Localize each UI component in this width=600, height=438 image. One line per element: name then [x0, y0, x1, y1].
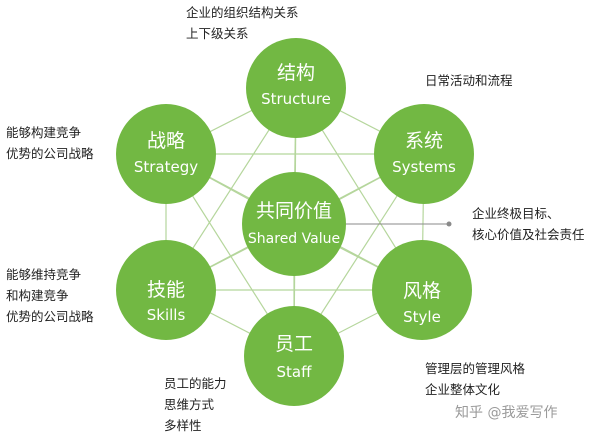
node-style-title: 风格 — [403, 280, 441, 302]
node-staff-subtitle: Staff — [277, 363, 313, 381]
node-shared-value-subtitle: Shared Value — [248, 231, 340, 247]
note-structure: 企业的组织结构关系 上下级关系 — [186, 2, 299, 44]
node-staff: 员工 Staff — [244, 306, 344, 406]
node-strategy-circle — [116, 104, 216, 204]
node-skills: 技能 Skills — [116, 240, 216, 340]
note-strategy: 能够构建竞争 优势的公司战略 — [6, 122, 94, 164]
node-style-circle — [372, 240, 472, 340]
node-strategy-title: 战略 — [147, 130, 185, 152]
note-systems-line: 日常活动和流程 — [425, 73, 513, 88]
node-skills-title: 技能 — [147, 279, 185, 301]
note-style-line: 管理层的管理风格 — [425, 361, 526, 376]
note-staff: 员工的能力 思维方式 多样性 — [164, 373, 227, 436]
node-staff-circle — [244, 306, 344, 406]
node-skills-subtitle: Skills — [147, 306, 186, 324]
node-structure-subtitle: Structure — [261, 90, 331, 108]
node-structure: 结构 Structure — [246, 38, 346, 138]
note-shared-value-line: 企业终极目标、 — [472, 206, 560, 221]
note-strategy-line: 优势的公司战略 — [6, 146, 94, 161]
node-staff-title: 员工 — [275, 333, 313, 355]
note-style: 管理层的管理风格 企业整体文化 — [425, 358, 525, 400]
node-strategy: 战略 Strategy — [116, 104, 216, 204]
note-structure-line: 上下级关系 — [186, 26, 249, 41]
note-skills-line: 优势的公司战略 — [6, 309, 94, 324]
node-shared-value: 共同价值 Shared Value — [242, 172, 346, 276]
note-structure-line: 企业的组织结构关系 — [186, 5, 299, 20]
node-strategy-subtitle: Strategy — [134, 158, 198, 176]
note-skills-line: 能够维持竞争 — [6, 267, 82, 282]
node-shared-value-circle — [242, 172, 346, 276]
node-systems-title: 系统 — [405, 130, 443, 152]
node-skills-circle — [116, 240, 216, 340]
shared-value-annotation-dot — [446, 221, 452, 227]
node-systems-circle — [374, 104, 474, 204]
node-shared-value-title: 共同价值 — [256, 200, 332, 222]
note-staff-line: 多样性 — [164, 418, 202, 433]
node-style: 风格 Style — [372, 240, 472, 340]
note-skills: 能够维持竞争 和构建竞争 优势的公司战略 — [6, 264, 94, 327]
note-systems: 日常活动和流程 — [425, 70, 513, 91]
note-style-line: 企业整体文化 — [425, 382, 501, 397]
note-staff-line: 员工的能力 — [164, 376, 227, 391]
node-structure-circle — [246, 38, 346, 138]
note-strategy-line: 能够构建竞争 — [6, 125, 82, 140]
node-systems-subtitle: Systems — [392, 158, 456, 176]
node-structure-title: 结构 — [277, 62, 315, 84]
node-style-subtitle: Style — [403, 308, 441, 326]
node-systems: 系统 Systems — [374, 104, 474, 204]
watermark: 知乎 @我爱写作 — [455, 405, 558, 421]
note-skills-line: 和构建竞争 — [6, 288, 69, 303]
note-staff-line: 思维方式 — [164, 397, 215, 412]
note-shared-value-line: 核心价值及社会责任 — [472, 227, 585, 242]
note-shared-value: 企业终极目标、 核心价值及社会责任 — [472, 203, 585, 245]
